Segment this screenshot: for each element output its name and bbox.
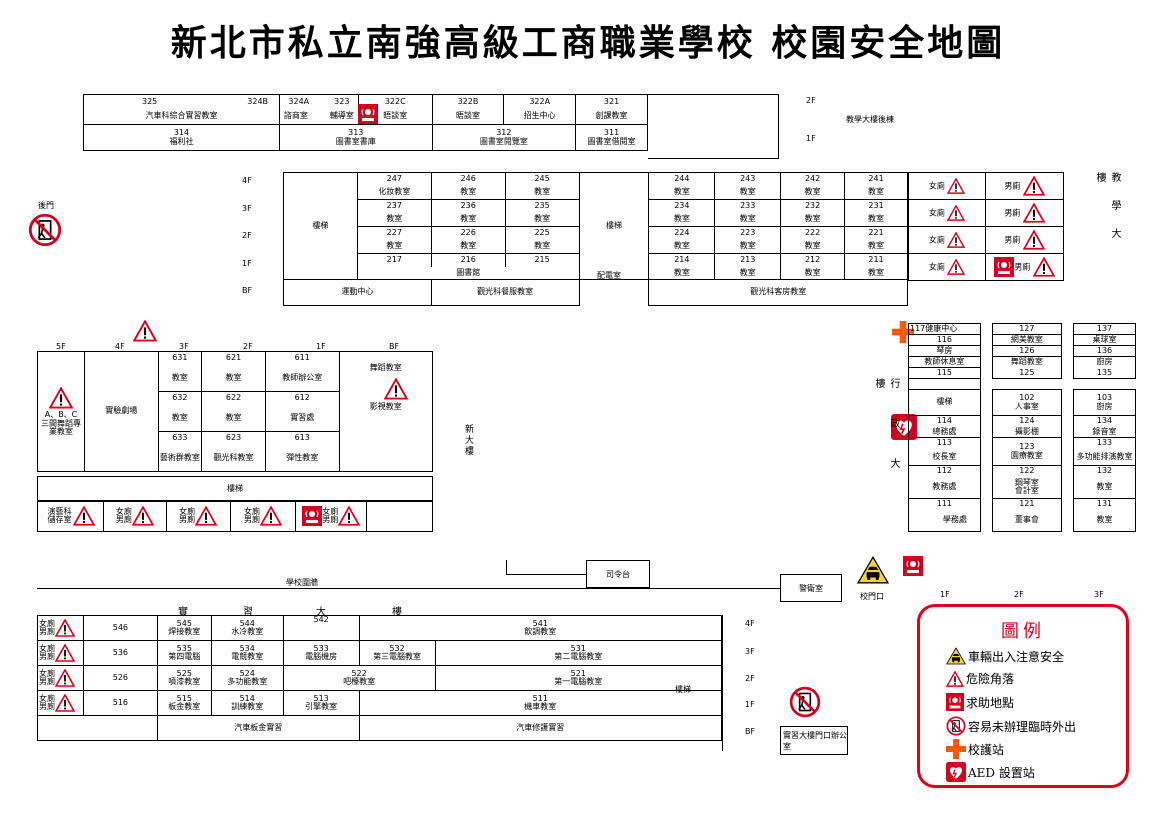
room-322a-name: 招生中心	[503, 108, 577, 125]
bf-rooms: 舞蹈教室影視教室	[338, 351, 434, 472]
room-247: 247	[356, 172, 432, 186]
legend-item: 校護站	[946, 739, 1004, 759]
legend-item: 容易未辦理臨時外出	[946, 716, 1076, 736]
help-point-icon	[302, 506, 322, 526]
room-321-number: 321	[575, 94, 648, 109]
top-building-note: 教學大樓後棟	[846, 115, 894, 124]
school-wall	[37, 588, 780, 589]
tourism-service-room: 觀光科餐服教室	[430, 279, 580, 306]
sports-center: 運動中心	[283, 279, 432, 306]
main-building-toilets: 女廁 男廁 女廁 男廁 女廁 男廁 女廁 男廁	[907, 172, 1064, 281]
west-building-toilets: 演藝科儲存室 女廁男廁 女廁男廁 女廁男廁 女廁男廁	[37, 500, 433, 532]
room-325-name: 汽車科綜合實習教室	[83, 108, 280, 125]
help-point-icon	[946, 693, 964, 711]
room-321-name: 創課教室	[575, 108, 648, 125]
nurse-station-icon	[946, 739, 966, 759]
page-title: 新北市私立南強高級工商職業學校 校園安全地圖	[170, 22, 1006, 64]
floor-4f: 4F	[242, 176, 252, 185]
tourism-guest-room: 觀光科客房教室	[648, 279, 908, 306]
school-wall-label: 學校圍牆	[286, 578, 318, 587]
room-322b-name: 晤談室	[431, 108, 505, 125]
help-point-icon	[903, 556, 923, 576]
room-322b-number: 322B	[431, 94, 505, 109]
help-point-icon	[994, 257, 1014, 277]
back-gate-label: 後門	[38, 201, 54, 210]
library: 圖書館	[356, 266, 580, 280]
legend-item: 危險角落	[946, 670, 1014, 687]
floor-2f: 2F	[242, 231, 252, 240]
stairs-left: 樓梯	[283, 172, 358, 280]
stairs-center: 樓梯	[578, 172, 650, 280]
vehicle-caution-icon	[857, 556, 889, 584]
room-324a-323-name: 諮商室輔導室	[278, 108, 359, 125]
room-322a-number: 322A	[503, 94, 577, 109]
admin-stairs: 樓梯	[908, 389, 981, 416]
unauthorized-exit-icon	[28, 213, 62, 247]
top-floor-1f: 1F	[806, 134, 816, 143]
female-wc-4f: 女廁	[907, 172, 987, 200]
floor-1f: 1F	[242, 259, 252, 268]
legend-title: 圖例	[1001, 621, 1045, 642]
floor-bf: BF	[242, 286, 253, 295]
floor-3f: 3F	[242, 204, 252, 213]
unauthorized-exit-icon	[789, 686, 821, 718]
new-building-label: 新大樓	[463, 424, 473, 457]
power-room: 配電室	[597, 271, 621, 280]
west-stairs: 樓梯	[37, 476, 433, 502]
help-point-icon	[358, 104, 378, 124]
auto-repair-practice: 汽車修護實習	[358, 715, 723, 741]
teaching-building-label: 教學大樓	[1094, 172, 1120, 256]
main-building: 樓梯 247 246 245 樓梯 244 243 242 241 化妝教室 教…	[283, 172, 908, 306]
danger-corner-icon	[133, 320, 157, 342]
practice-office: 實習大樓門口辦公室	[780, 726, 848, 755]
top-floor-2f: 2F	[806, 96, 816, 105]
experimental-theater: 實驗劇場	[84, 351, 159, 472]
vehicle-caution-icon	[946, 647, 966, 665]
aed-icon	[946, 762, 966, 782]
legend-item: 求助地點	[946, 693, 1014, 711]
male-wc-4f: 男廁	[985, 172, 1064, 200]
danger-corner-icon	[946, 671, 964, 687]
admin-building-label: 行政大樓	[873, 378, 899, 498]
unauthorized-exit-icon	[946, 716, 966, 736]
guard-room: 警衛室	[780, 574, 842, 602]
legend-item: AED 設置站	[946, 762, 1035, 782]
auto-body-practice: 汽車板金實習	[156, 715, 360, 741]
practice-stairs: 樓梯	[675, 685, 691, 694]
command-stage: 司令台	[586, 560, 650, 588]
west-building-lower: 樓梯	[37, 476, 433, 502]
main-gate-label: 校門口	[860, 592, 884, 601]
legend: 圖例 車輛出入注意安全 危險角落 求助地點 容易未辦理臨時外出 校護站 AED …	[917, 604, 1129, 788]
legend-item: 車輛出入注意安全	[946, 647, 1064, 665]
